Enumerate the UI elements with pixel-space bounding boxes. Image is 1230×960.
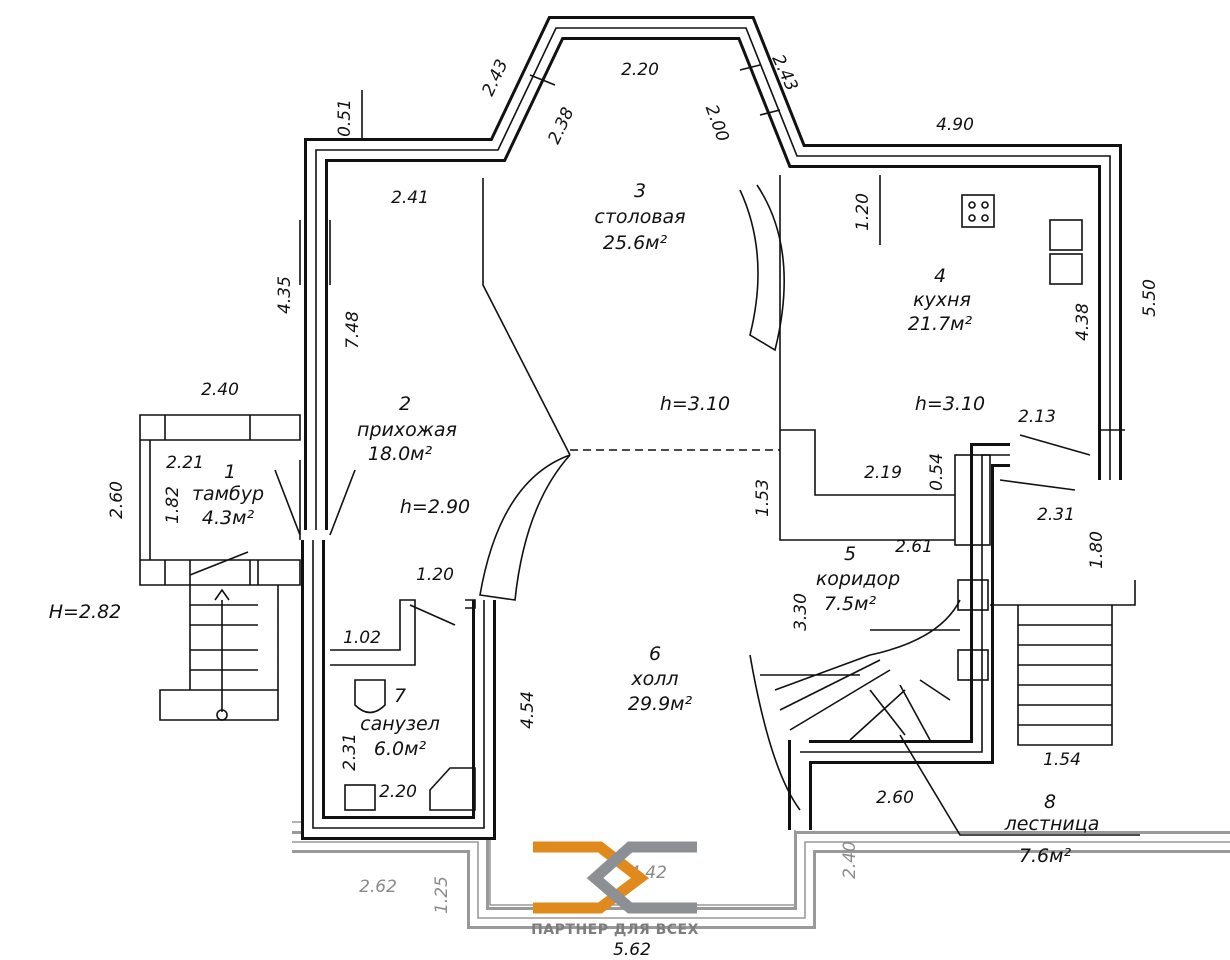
- dimension: 2.00: [701, 102, 733, 144]
- dimension: 3.30: [791, 593, 811, 631]
- dimension: 2.20: [379, 782, 417, 802]
- ceiling-height: h=3.10: [915, 393, 985, 415]
- dimension: 7.48: [343, 311, 363, 349]
- dimension: 1.80: [1087, 531, 1107, 569]
- room-number: 5: [844, 543, 856, 565]
- column: [954, 454, 991, 546]
- sink-icon: [1049, 219, 1083, 251]
- column: [957, 649, 989, 681]
- room-name: коридор: [816, 568, 900, 590]
- dimension: 1.54: [1043, 750, 1081, 770]
- dimension: 2.20: [621, 60, 659, 80]
- logo-text: ПАРТНЕР ДЛЯ ВСЕХ: [531, 922, 699, 938]
- logo-orange-mark: [533, 841, 650, 914]
- room-area: 4.3м²: [202, 507, 255, 529]
- dimension: 1.20: [416, 565, 454, 585]
- dimension: 1.82: [163, 486, 183, 524]
- room-number: 1: [224, 461, 236, 483]
- dimension: 2.31: [1037, 505, 1075, 525]
- room-area: 21.7м²: [908, 313, 973, 335]
- dimension: 4.90: [936, 115, 974, 135]
- room-area: 25.6м²: [603, 232, 668, 254]
- room-area: 29.9м²: [628, 693, 693, 715]
- dimension: 2.40: [201, 380, 239, 400]
- dimension: 1.20: [853, 193, 873, 231]
- room-name: холл: [630, 668, 678, 690]
- shower-icon: [429, 767, 476, 811]
- dimension: 2.19: [864, 463, 902, 483]
- partner-logo: ПАРТНЕР ДЛЯ ВСЕХ: [531, 841, 699, 938]
- room-name: кухня: [913, 289, 971, 311]
- dimension: 4.54: [518, 691, 538, 729]
- ceiling-height: h=3.10: [660, 393, 730, 415]
- dimension: 2.21: [166, 453, 204, 473]
- sink-icon: [344, 784, 376, 811]
- room-name: тамбур: [192, 483, 264, 505]
- room-name: столовая: [594, 206, 685, 228]
- room-number: 7: [394, 685, 406, 707]
- dimension: 2.60: [107, 481, 127, 519]
- sink-icon: [1049, 253, 1083, 285]
- dimension: 2.60: [876, 788, 914, 808]
- dimension: 2.31: [340, 733, 360, 771]
- dimension: 2.38: [544, 104, 578, 147]
- room-number: 3: [634, 180, 646, 202]
- dimension: 0.51: [335, 99, 355, 137]
- dimension: 2.40: [840, 841, 860, 879]
- walls: [139, 15, 1125, 840]
- dimension: 4.38: [1073, 303, 1093, 341]
- room-labels: 1 тамбур 4.3м² 2 прихожая 18.0м² 3 столо…: [49, 180, 1100, 867]
- room-area: 6.0м²: [374, 738, 427, 760]
- dimension: 2.13: [1018, 407, 1056, 427]
- dimension: 2.41: [391, 188, 429, 208]
- room-area: 18.0м²: [368, 443, 433, 465]
- room-name: санузел: [360, 713, 440, 735]
- column: [957, 579, 989, 611]
- dimension: 0.54: [927, 453, 947, 491]
- room-number: 8: [1044, 791, 1056, 813]
- dimension: 5.62: [613, 940, 651, 960]
- ceiling-height: h=2.90: [400, 496, 470, 518]
- dimension: 5.50: [1140, 279, 1160, 317]
- logo-gray-mark: [586, 841, 697, 914]
- room-area: 7.5м²: [824, 593, 877, 615]
- dimension: 1.53: [753, 479, 773, 517]
- room-number: 4: [934, 265, 946, 287]
- dimension: 2.61: [895, 537, 933, 557]
- ceiling-height: H=2.82: [49, 601, 122, 623]
- toilet-icon: [354, 679, 386, 714]
- dimension: 1.02: [343, 628, 381, 648]
- room-number: 6: [649, 643, 661, 665]
- dimension: 1.25: [432, 876, 452, 914]
- room-area: 7.6м²: [1019, 845, 1072, 867]
- dimension: 2.62: [359, 877, 397, 897]
- dimension: 4.35: [275, 276, 295, 314]
- dimension: 2.43: [478, 57, 512, 100]
- room-name: прихожая: [357, 419, 457, 441]
- stove-icon: [961, 194, 995, 228]
- room-name: лестница: [1004, 813, 1100, 835]
- partitions: [159, 90, 1140, 836]
- room-number: 2: [399, 393, 411, 415]
